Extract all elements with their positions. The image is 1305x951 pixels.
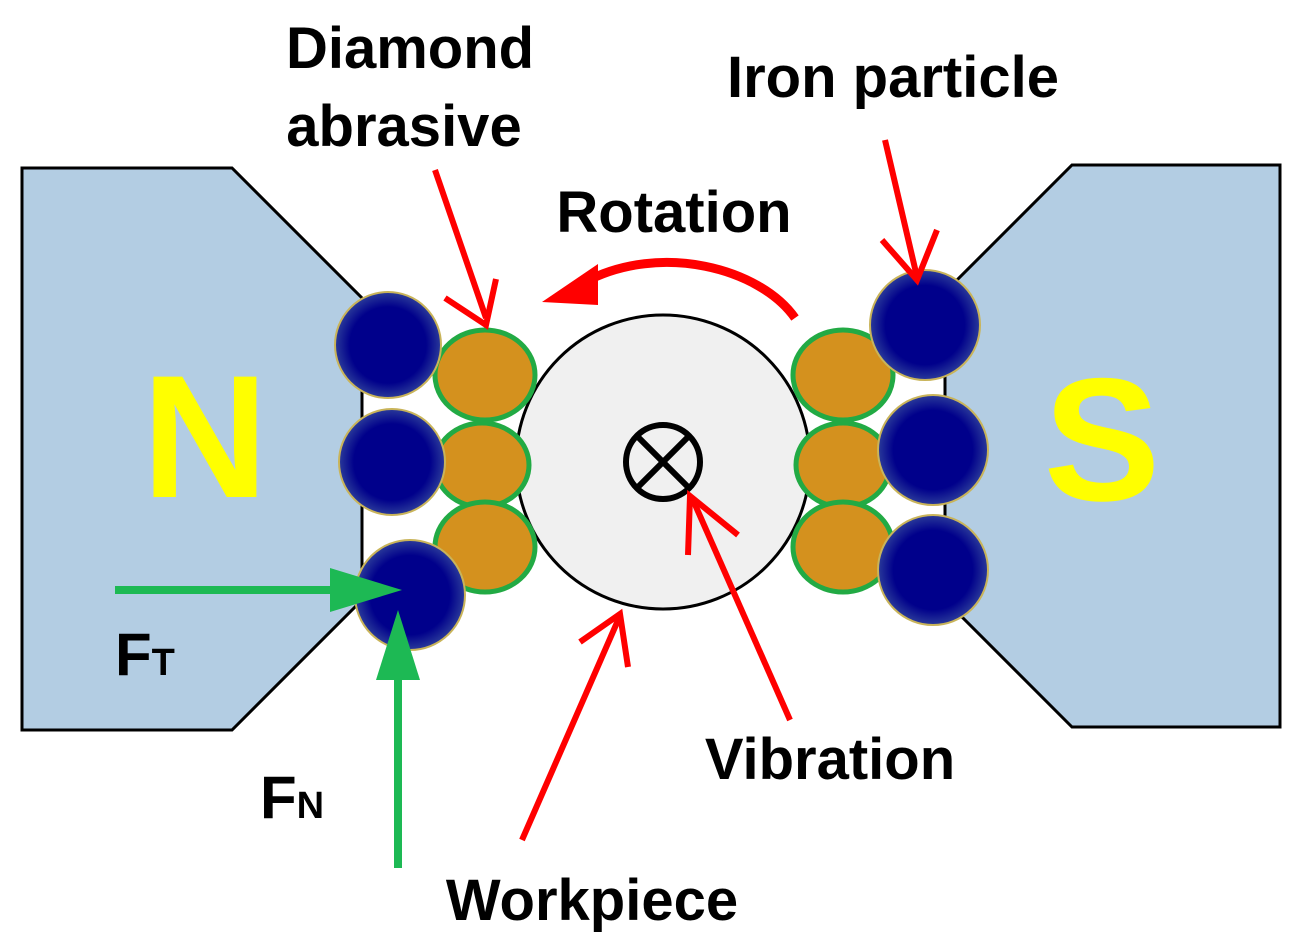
- normal-force-label: FN: [260, 764, 324, 831]
- vibration-label: Vibration: [705, 727, 955, 792]
- left-abrasive-group: [432, 327, 538, 595]
- iron-particle: [877, 394, 989, 506]
- fn-subscript: N: [297, 785, 324, 827]
- right-iron-group: [869, 269, 989, 626]
- into-page-icon: [623, 422, 703, 502]
- iron-particle: [877, 514, 989, 626]
- diamond-abrasive-pointer-arrow: [432, 169, 499, 330]
- south-pole-letter: S: [1044, 343, 1161, 538]
- diamond-abrasive-particle: [790, 327, 896, 423]
- diamond-abrasive-particle: [793, 420, 893, 510]
- ft-main: F: [115, 621, 152, 688]
- north-pole-letter: N: [142, 340, 268, 535]
- rotation-arrow: [542, 258, 799, 321]
- workpiece-label: Workpiece: [446, 868, 738, 933]
- tangential-force-arrow: [115, 568, 402, 612]
- right-abrasive-group: [790, 327, 896, 595]
- fn-main: F: [260, 764, 297, 831]
- iron-particle: [334, 291, 442, 399]
- normal-force-arrow: [376, 610, 420, 868]
- iron-particle: [338, 408, 446, 516]
- diamond-abrasive-particle: [432, 327, 538, 423]
- diamond-abrasive-label-line1: Diamond: [286, 16, 534, 81]
- diamond-abrasive-particle: [432, 420, 532, 510]
- vibration-pointer-arrow: [685, 489, 793, 722]
- tangential-force-label: FT: [115, 621, 175, 688]
- diamond-abrasive-label-line2: abrasive: [286, 94, 521, 159]
- rotation-label: Rotation: [556, 180, 791, 245]
- iron-particle-label: Iron particle: [727, 45, 1059, 110]
- iron-particle-pointer-arrow: [879, 139, 940, 286]
- left-iron-group: [334, 291, 466, 651]
- iron-particle: [869, 269, 981, 381]
- workpiece-pointer-arrow: [519, 608, 631, 842]
- ft-subscript: T: [152, 642, 175, 684]
